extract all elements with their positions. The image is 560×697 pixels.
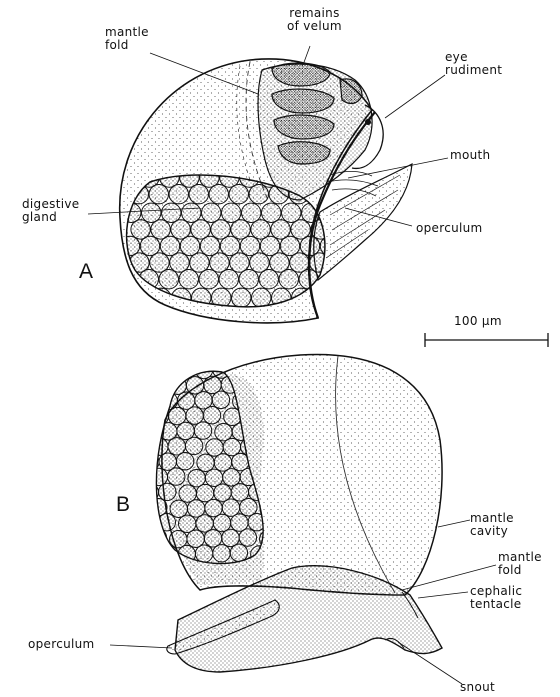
figure-b	[140, 354, 442, 672]
gland-cell	[152, 377, 169, 394]
label-mantle-cavity: mantle cavity	[470, 512, 514, 538]
gland-cell	[195, 545, 212, 562]
label-mouth: mouth	[450, 149, 490, 162]
label-cephalic-tentacle: cephalic tentacle	[470, 585, 522, 611]
label-operculum-b: operculum	[28, 638, 95, 651]
gland-cell	[141, 514, 158, 531]
gland-cell	[219, 270, 238, 289]
gland-cell	[169, 185, 188, 204]
gland-cell	[140, 361, 157, 378]
label-operculum-a: operculum	[416, 222, 483, 235]
label-mantle-fold-a: mantle fold	[105, 26, 149, 52]
gland-cell	[143, 393, 160, 410]
label-mantle-fold-b: mantle fold	[498, 551, 542, 577]
gland-cell	[194, 422, 211, 439]
gland-cell	[230, 544, 247, 561]
figure-a	[119, 59, 412, 323]
label-snout: snout	[460, 681, 495, 694]
gland-cell	[212, 391, 229, 408]
gland-cell	[161, 362, 178, 379]
gland-cell	[159, 483, 176, 500]
gland-cell	[159, 270, 178, 289]
gland-cell	[161, 546, 178, 563]
label-digestive-gland: digestive gland	[22, 198, 79, 224]
scale-bar	[425, 333, 548, 347]
gland-cell	[209, 185, 228, 204]
scale-bar-label: 100 μm	[454, 315, 502, 328]
gland-cell	[168, 468, 185, 485]
gland-cell	[203, 407, 220, 424]
gland-cell	[185, 437, 202, 454]
gland-cell	[176, 453, 193, 470]
gland-cell	[142, 423, 159, 440]
gland-cell	[259, 270, 278, 289]
gland-cell	[249, 185, 268, 204]
gland-cell	[299, 270, 318, 289]
gland-cell	[149, 185, 168, 204]
gland-cell	[279, 270, 298, 289]
gland-cell	[213, 545, 230, 562]
panel-label-b: B	[116, 493, 130, 517]
gland-cell	[239, 529, 256, 546]
gland-cell	[140, 544, 157, 561]
gland-cell	[229, 185, 248, 204]
gland-cell	[189, 185, 208, 204]
label-eye-rudiment: eye rudiment	[445, 51, 502, 77]
panel-label-a: A	[79, 260, 93, 284]
gland-cell	[232, 288, 251, 307]
label-remains-of-velum: remains of velum	[287, 7, 342, 33]
gland-cell	[179, 270, 198, 289]
gland-cell	[239, 270, 258, 289]
gland-cell	[199, 270, 218, 289]
